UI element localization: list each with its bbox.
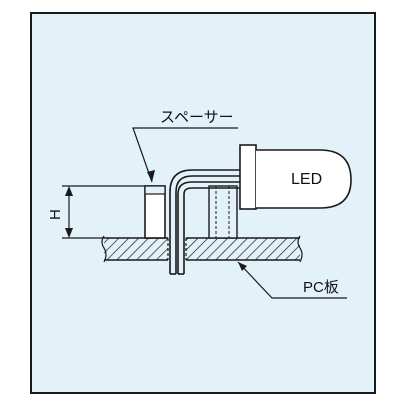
led-leads	[169, 169, 241, 275]
pc-board	[101, 235, 303, 263]
height-label: H	[47, 209, 64, 220]
pcb-label: PC板	[303, 278, 339, 296]
pcb-callout: PC板	[237, 261, 347, 299]
spacer-label: スペーサー	[160, 109, 234, 126]
spacer-callout: スペーサー	[132, 109, 238, 183]
height-dimension	[62, 185, 145, 239]
led-label: LED	[291, 171, 322, 188]
led: LED	[239, 144, 352, 210]
spacer	[144, 185, 238, 239]
